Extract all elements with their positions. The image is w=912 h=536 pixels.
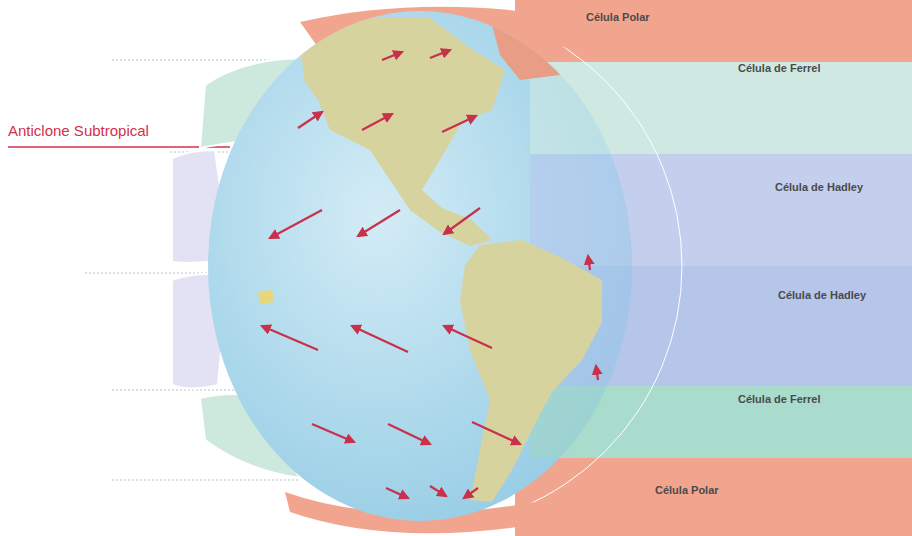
cell-label: Célula de Ferrel [738,393,821,405]
cell-label: Célula de Hadley [775,181,863,193]
cell-label: Célula de Ferrel [738,62,821,74]
cell-label: Célula Polar [586,11,650,23]
cell-label: Célula de Hadley [778,289,866,301]
cell-label: Célula Polar [655,484,719,496]
anticyclone-label: Anticlone Subtropical [8,122,149,139]
